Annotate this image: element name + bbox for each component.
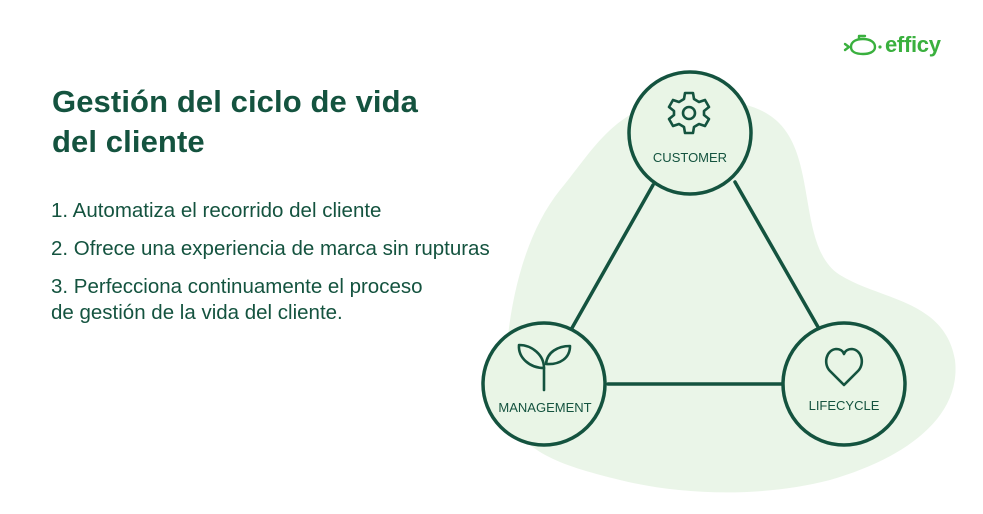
node-customer: CUSTOMER bbox=[627, 70, 753, 196]
list-item: 2. Ofrece una experiencia de marca sin r… bbox=[51, 236, 490, 262]
title-line-1: Gestión del ciclo de vida bbox=[52, 84, 418, 119]
node-label-lifecycle: LIFECYCLE bbox=[809, 398, 880, 413]
gear-icon bbox=[667, 91, 711, 135]
node-label-management: MANAGEMENT bbox=[498, 400, 591, 415]
page-title: Gestión del ciclo de vida del cliente bbox=[52, 82, 418, 162]
brand-logo: efficy bbox=[843, 32, 941, 58]
submarine-icon bbox=[843, 34, 882, 56]
heart-icon bbox=[824, 347, 864, 387]
node-lifecycle: LIFECYCLE bbox=[781, 321, 907, 447]
list-item-text: 3. Perfecciona continuamente el proceso bbox=[51, 275, 423, 298]
node-management: MANAGEMENT bbox=[481, 321, 607, 447]
brand-name: efficy bbox=[885, 32, 941, 57]
list-item-text: 2. Ofrece una experiencia de marca sin r… bbox=[51, 237, 490, 260]
connector-lines bbox=[570, 180, 820, 386]
benefits-list: 1. Automatiza el recorrido del cliente 2… bbox=[51, 198, 490, 338]
title-line-2: del cliente bbox=[52, 124, 205, 159]
list-item: 3. Perfecciona continuamente el proceso … bbox=[51, 274, 490, 326]
sprout-icon bbox=[517, 343, 572, 392]
list-item-text: 1. Automatiza el recorrido del cliente bbox=[51, 199, 382, 222]
list-item-text-continued: de gestión de la vida del cliente. bbox=[51, 301, 343, 324]
node-label-customer: CUSTOMER bbox=[653, 150, 727, 165]
list-item: 1. Automatiza el recorrido del cliente bbox=[51, 198, 490, 224]
